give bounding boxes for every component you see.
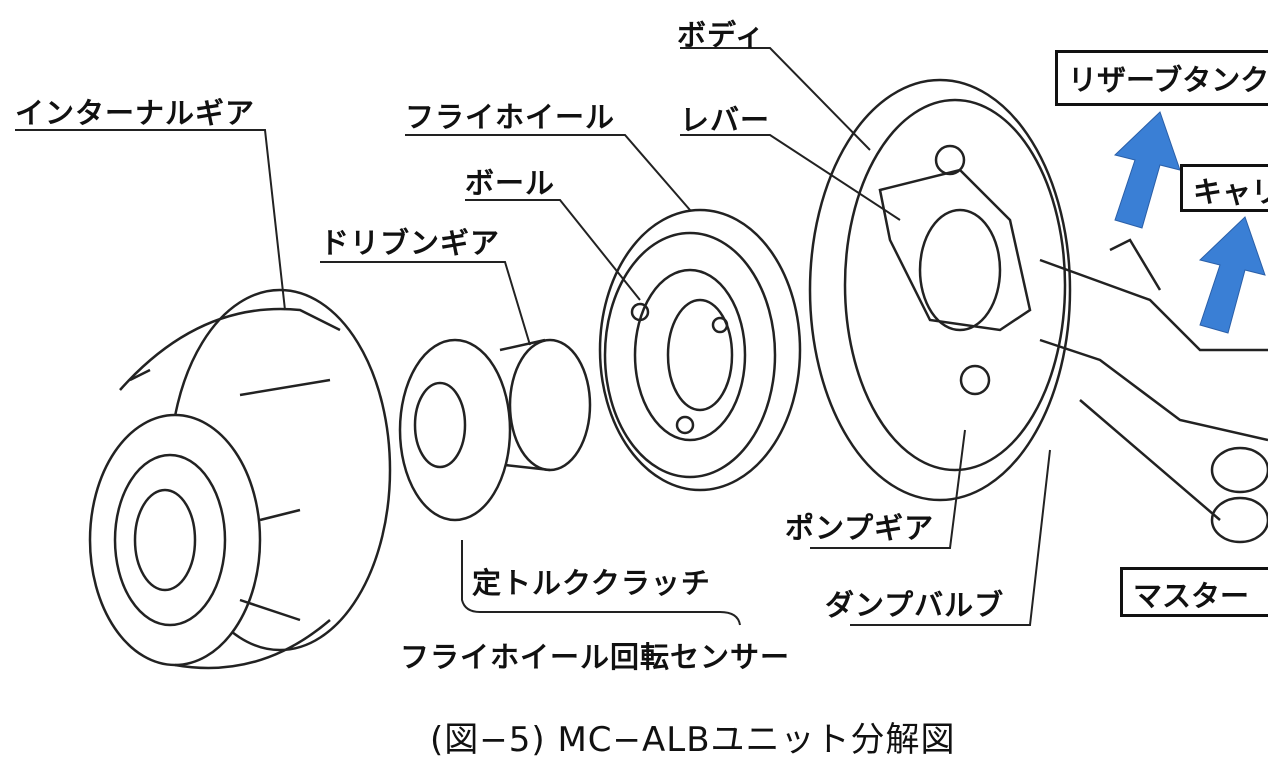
arrow-up-icon: [1113, 111, 1181, 229]
arrow-up-icon: [1198, 216, 1266, 334]
label-internal-gear: インターナルギア: [15, 96, 256, 130]
label-master: マスター: [1120, 567, 1268, 617]
label-pump-gear: ポンプギア: [785, 511, 935, 545]
label-flywheel-sensor: フライホイール回転センサー: [400, 640, 791, 674]
label-lever: レバー: [680, 103, 771, 137]
label-flywheel: フライホイール: [405, 100, 616, 134]
label-torque-clutch: 定トルククラッチ: [472, 566, 711, 600]
label-dump-valve: ダンプバルブ: [825, 588, 1005, 622]
body-drawing: [808, 78, 1268, 544]
driven-gear-drawing: [398, 338, 592, 522]
label-driven-gear: ドリブンギア: [320, 226, 501, 260]
figure-caption: (図−5) MC−ALBユニット分解図: [430, 720, 956, 760]
label-ball: ボール: [465, 166, 556, 200]
label-body: ボディ: [677, 18, 765, 52]
flywheel-drawing: [598, 208, 802, 492]
flow-arrows: [1113, 111, 1266, 334]
label-caliper: キャリ: [1180, 164, 1268, 212]
label-reserve-tank: リザーブタンク: [1055, 50, 1268, 106]
internal-gear-drawing: [88, 288, 392, 670]
leader-lines: [15, 47, 1051, 626]
